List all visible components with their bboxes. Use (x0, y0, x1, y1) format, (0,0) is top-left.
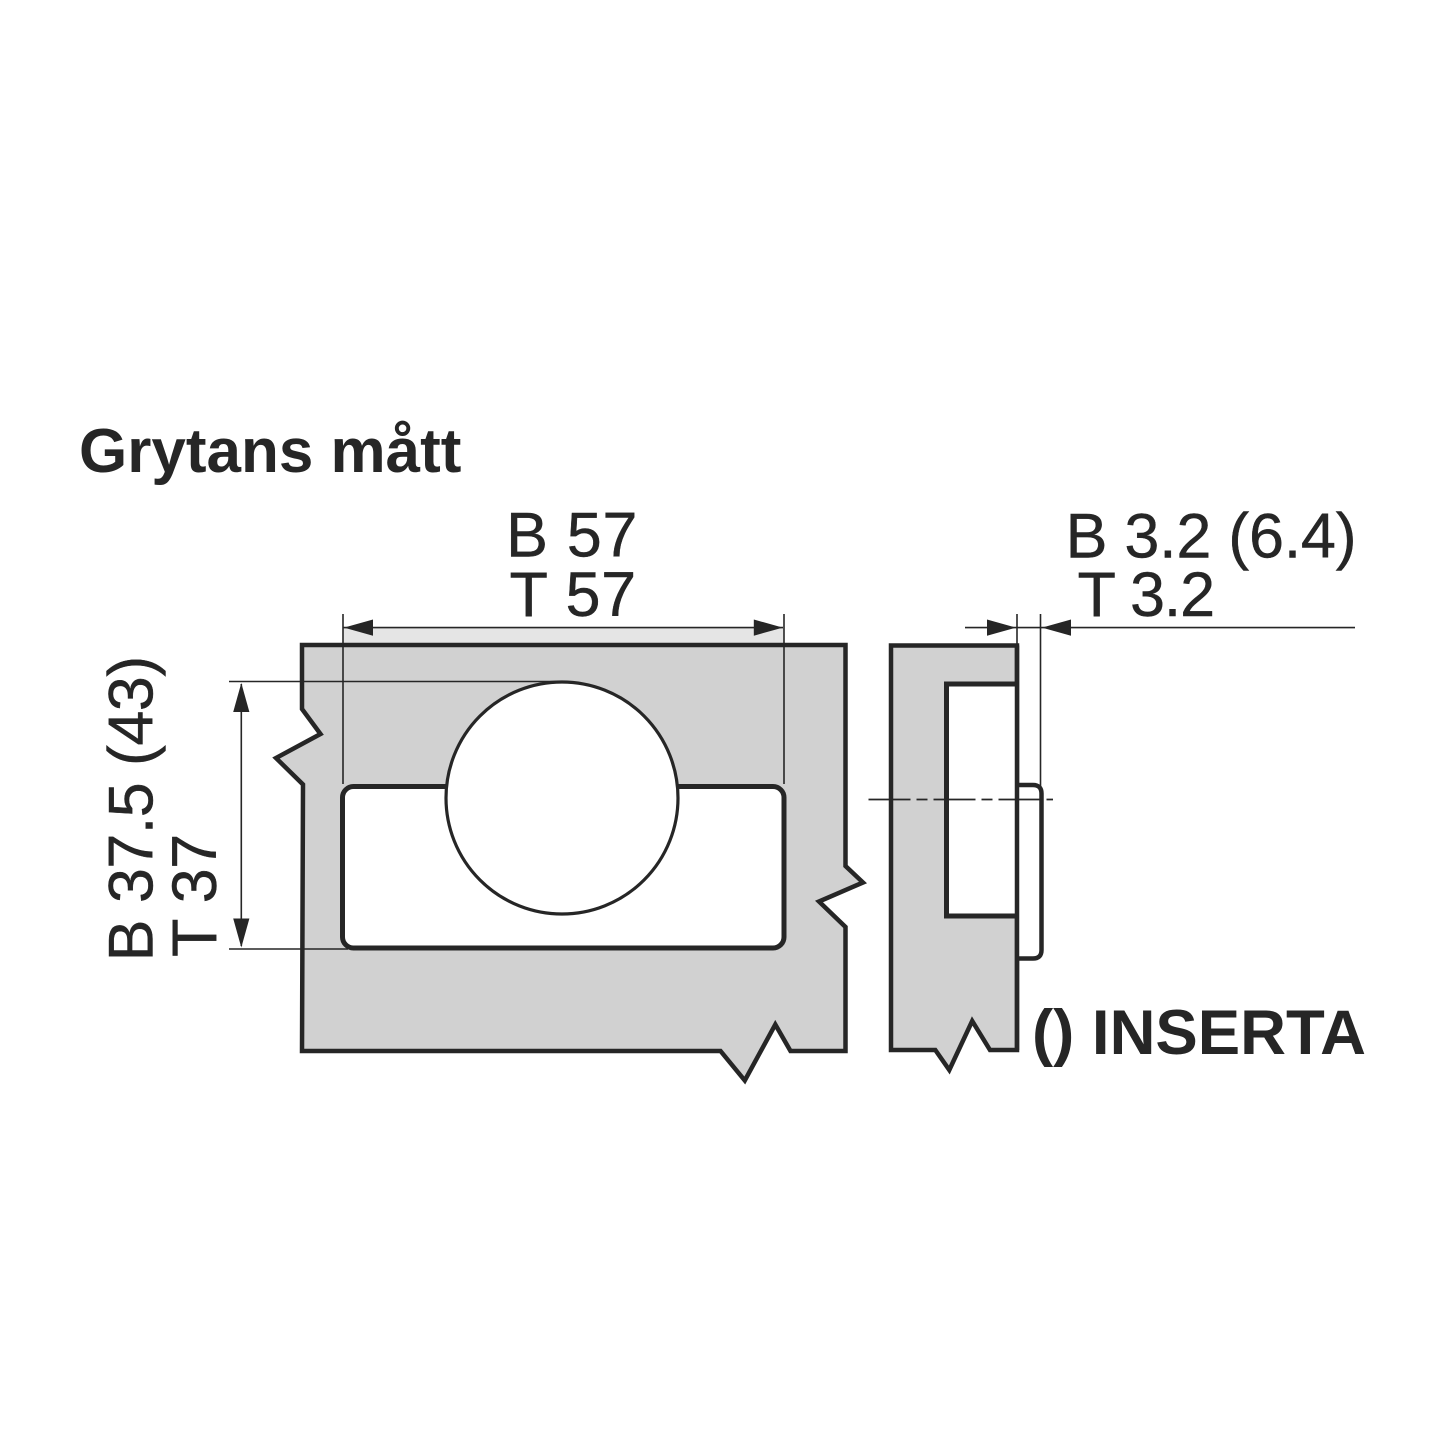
svg-text:Grytans mått: Grytans mått (79, 417, 461, 486)
svg-text:B 57: B 57 (506, 501, 638, 571)
svg-text:B 37.5 (43): B 37.5 (43) (97, 656, 167, 961)
svg-text:B 3.2 (6.4): B 3.2 (6.4) (1066, 501, 1357, 571)
svg-text:T 3.2: T 3.2 (1078, 560, 1214, 630)
svg-text:T 37: T 37 (160, 834, 230, 957)
svg-text:T 57: T 57 (510, 560, 637, 630)
svg-text:() INSERTA: () INSERTA (1032, 998, 1366, 1068)
